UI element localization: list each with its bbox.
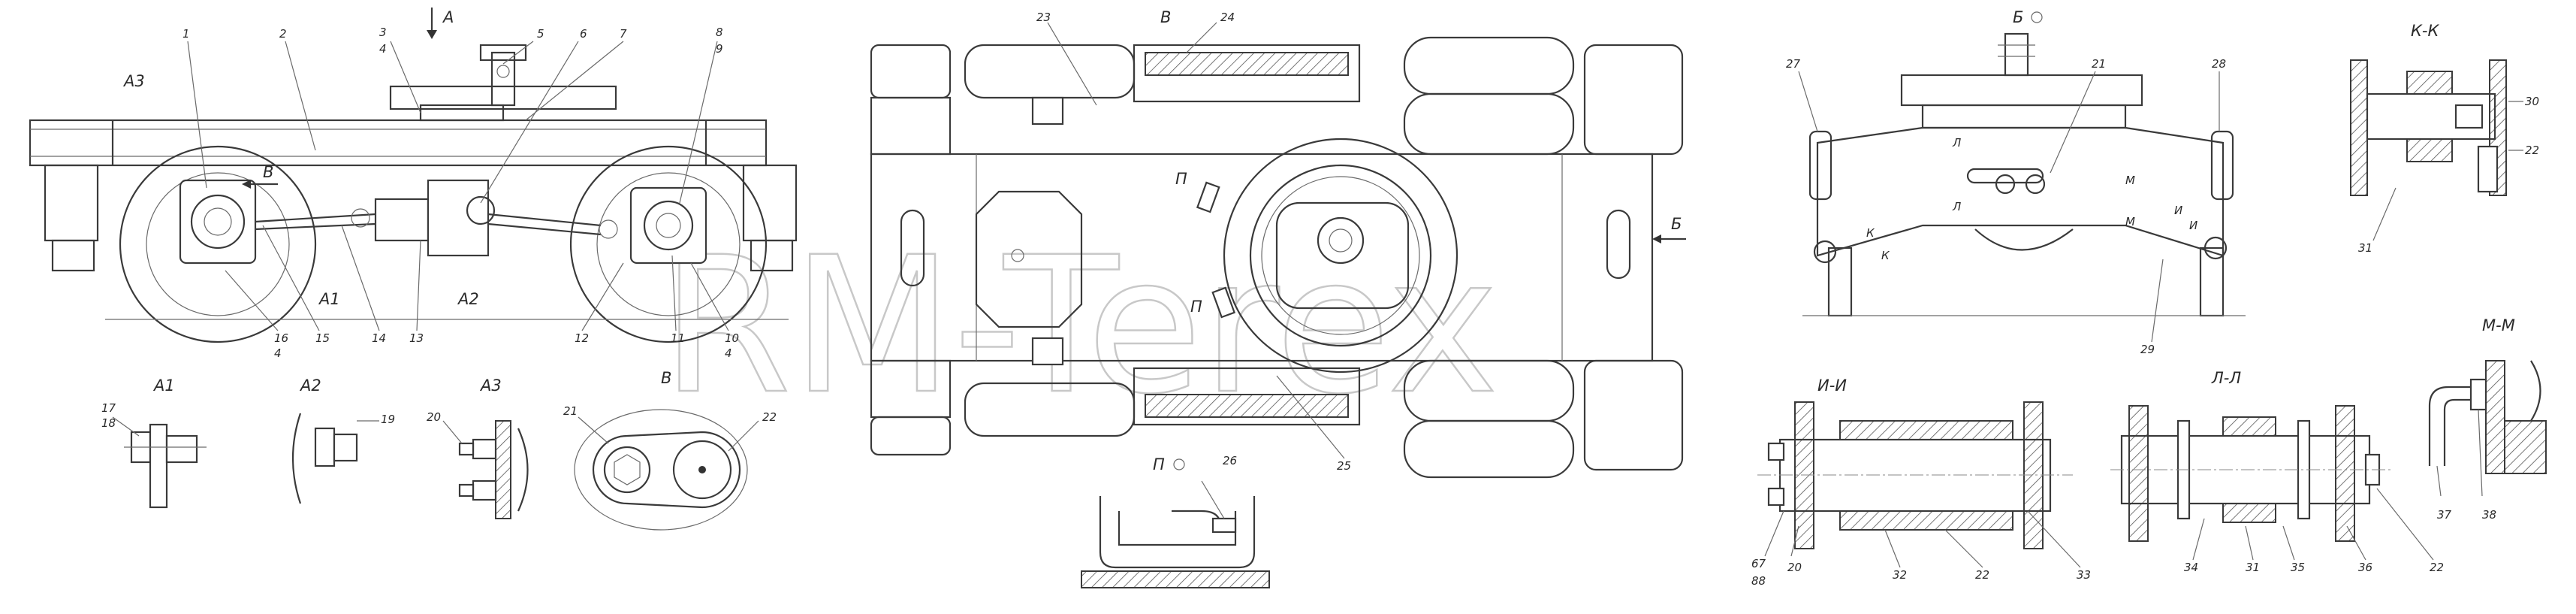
detail-a3-label: А3 [479,377,502,395]
callout-2: 2 [279,27,287,41]
callout-16: 16 [274,331,288,345]
frame-beam [29,119,768,167]
callout-36: 36 [2358,561,2372,574]
callout-10: 10 [725,331,739,345]
detail-v: В 21 22 [563,369,777,531]
section-m-m-label: М-М [2482,316,2515,334]
callout-88: 88 [1751,574,1766,588]
callout-20a: 20 [427,410,441,424]
section-m2-label: М [2125,215,2135,228]
rear-wheel [569,145,768,343]
callout-4c: 4 [725,346,732,360]
view-p2-label: П [1190,298,1202,316]
view-p1-label: П [1175,170,1187,188]
callout-1: 1 [182,27,190,41]
section-k-k-label: К-К [2411,22,2439,40]
callout-31a: 31 [2358,241,2372,255]
view-a1-main-label: А1 [318,290,340,308]
detail-a1: А1 17 18 [101,377,207,509]
callout-12: 12 [575,331,589,345]
top-frame [870,153,1654,362]
callout-14: 14 [372,331,386,345]
section-m-m: М-М 37 38 [2428,316,2547,522]
callout-29: 29 [2140,343,2155,356]
callout-22d: 22 [2430,561,2444,574]
callout-13: 13 [409,331,424,345]
detail-v-label: В [661,369,671,387]
callout-30: 30 [2525,95,2539,108]
callout-15: 15 [315,331,330,345]
view-a2-main-label: А2 [457,290,479,308]
callout-6: 6 [580,27,587,41]
view-b-arrow-label: Б [1671,215,1682,233]
callout-18: 18 [101,416,116,430]
detail-p-label: П [1153,455,1165,473]
callout-21a: 21 [563,404,578,418]
callout-11: 11 [671,331,685,345]
section-k2-label: К [1881,249,1890,262]
section-l2-label: Л [1952,200,1961,213]
callout-5: 5 [537,27,544,41]
callout-22b: 22 [2525,144,2539,157]
callout-9: 9 [716,42,723,56]
callout-38: 38 [2482,508,2496,522]
callout-8: 8 [716,26,723,39]
turntable [1223,138,1458,374]
arrow-a-label: А [442,8,454,26]
detail-a2-label: А2 [299,377,321,395]
detail-p: П 26 [1081,454,1270,588]
section-i-i-label: И-И [1817,377,1847,395]
callout-67: 67 [1751,557,1766,570]
callout-17: 17 [101,401,116,415]
callout-20b: 20 [1787,561,1802,574]
callout-37: 37 [2437,508,2452,522]
view-v-main-label: В [263,163,273,181]
view-v-top-label: В [1160,8,1171,26]
callout-23: 23 [1036,11,1051,24]
callout-19: 19 [381,413,395,426]
callout-22c: 22 [1975,568,1989,582]
callout-22a: 22 [762,410,777,424]
callout-32: 32 [1893,568,1907,582]
callout-27: 27 [1786,57,1801,71]
section-l-l: Л-Л 34 31 35 36 22 [2110,369,2444,574]
section-m1-label: М [2125,174,2135,187]
callout-31b: 31 [2246,561,2260,574]
section-l-l-label: Л-Л [2211,369,2241,387]
callout-4b: 4 [274,346,282,360]
callout-35: 35 [2291,561,2305,574]
rear-view-b: Б Л Л К К И И М М 27 21 [1786,8,2246,356]
callout-25: 25 [1337,459,1351,473]
watermark: RM-Terex [661,216,1498,435]
callout-4a: 4 [379,42,387,56]
detail-a2: А2 19 [291,377,395,504]
section-i1-label: И [2174,204,2182,217]
section-k-k: К-К 30 22 31 [2350,22,2539,255]
callout-34: 34 [2184,561,2198,574]
view-b-label: Б [2013,8,2023,26]
section-k1-label: К [1866,226,1875,240]
callout-7: 7 [620,27,627,41]
callout-26: 26 [1223,454,1237,467]
callout-33: 33 [2077,568,2091,582]
detail-a3: А3 20 [427,377,529,519]
section-i-i: И-И 67 88 20 32 22 33 [1751,377,2091,588]
detail-a1-label: А1 [152,377,175,395]
section-i2-label: И [2189,219,2197,232]
callout-24: 24 [1220,11,1235,24]
front-wheel [119,145,317,343]
callout-21b: 21 [2092,57,2106,71]
side-view: А В А3 А1 А2 1 2 3 4 5 6 7 8 9 16 4 15 1 [29,8,798,360]
section-l1-label: Л [1952,136,1961,150]
view-a3-main-label: А3 [122,72,145,90]
callout-28: 28 [2212,57,2226,71]
top-view: В [870,8,1686,479]
callout-3: 3 [379,26,387,39]
